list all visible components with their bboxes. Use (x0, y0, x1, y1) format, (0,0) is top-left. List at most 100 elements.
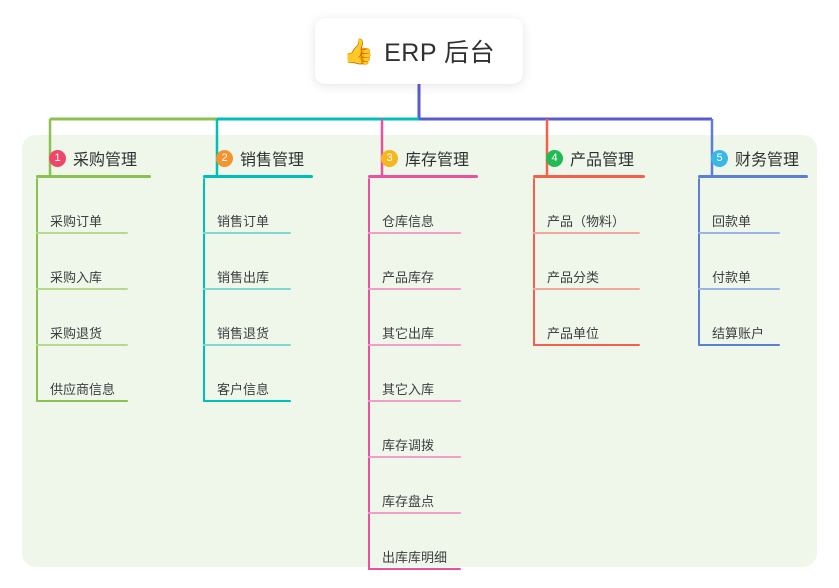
branch-item-label: 库存调拨 (382, 438, 435, 453)
branch-column-1: 1 采购管理采购订单采购入库采购退货供应商信息 (36, 146, 151, 402)
branch-header-5[interactable]: 5 财务管理 (698, 146, 808, 170)
branch-number-badge: 5 (711, 149, 728, 167)
branch-item-label: 出库库明细 (382, 550, 448, 565)
branch-item-label: 销售退货 (217, 326, 270, 341)
branch-item-underline (368, 232, 461, 234)
branches-background-panel (22, 135, 817, 567)
branch-item[interactable]: 采购订单 (36, 178, 151, 234)
branch-spine (533, 178, 535, 346)
thumbs-up-icon: 👍 (342, 36, 375, 66)
branch-item[interactable]: 其它出库 (368, 290, 478, 346)
branch-item-label: 产品库存 (382, 270, 435, 285)
branch-item[interactable]: 付款单 (698, 234, 808, 290)
branch-item-underline (368, 344, 461, 346)
branch-item-label: 供应商信息 (50, 382, 116, 397)
branch-item[interactable]: 其它入库 (368, 346, 478, 402)
branch-spine (203, 178, 205, 402)
branch-item-underline (533, 344, 640, 346)
branch-item-underline (203, 344, 291, 346)
branch-number-badge: 1 (49, 149, 66, 167)
branch-item-underline (698, 288, 780, 290)
branch-item-label: 销售出库 (217, 270, 270, 285)
branch-title-label: 销售管理 (240, 152, 305, 169)
branch-header-underline (698, 175, 808, 178)
branch-item-label: 产品分类 (547, 270, 600, 285)
branch-item-label: 产品（物料） (547, 214, 626, 229)
branch-header-2[interactable]: 2 销售管理 (203, 146, 313, 170)
branch-item-label: 付款单 (712, 270, 752, 285)
branch-number-badge: 3 (381, 149, 398, 167)
branch-item[interactable]: 出库库明细 (368, 514, 478, 570)
branch-items: 销售订单销售出库销售退货客户信息 (203, 178, 313, 402)
branch-item-label: 仓库信息 (382, 214, 435, 229)
branch-column-3: 3 库存管理仓库信息产品库存其它出库其它入库库存调拨库存盘点出库库明细 (368, 146, 478, 570)
branch-item-underline (533, 232, 640, 234)
branch-item[interactable]: 仓库信息 (368, 178, 478, 234)
branch-item[interactable]: 客户信息 (203, 346, 313, 402)
branch-item[interactable]: 结算账户 (698, 290, 808, 346)
branch-header-underline (36, 175, 151, 178)
branch-item-underline (36, 288, 128, 290)
branch-item-underline (203, 232, 291, 234)
branch-item-underline (698, 232, 780, 234)
branch-column-4: 4 产品管理产品（物料） 产品分类产品单位 (533, 146, 645, 346)
branch-item[interactable]: 库存盘点 (368, 458, 478, 514)
branch-item[interactable]: 采购入库 (36, 234, 151, 290)
branch-title-label: 库存管理 (405, 152, 470, 169)
branch-item[interactable]: 销售订单 (203, 178, 313, 234)
branch-item[interactable]: 销售退货 (203, 290, 313, 346)
branch-column-2: 2 销售管理销售订单销售出库销售退货客户信息 (203, 146, 313, 402)
branch-item-underline (203, 288, 291, 290)
branch-item-underline (36, 344, 128, 346)
branch-item-underline (368, 512, 461, 514)
branch-item-underline (368, 400, 461, 402)
branch-number-badge: 2 (216, 149, 233, 167)
branch-item-label: 其它入库 (382, 382, 435, 397)
branch-item-label: 客户信息 (217, 382, 270, 397)
branch-item-underline (533, 288, 640, 290)
branch-spine (36, 178, 38, 402)
branch-items: 仓库信息产品库存其它出库其它入库库存调拨库存盘点出库库明细 (368, 178, 478, 570)
branch-item-label: 回款单 (712, 214, 752, 229)
branch-item[interactable]: 销售出库 (203, 234, 313, 290)
branch-item-underline (36, 400, 128, 402)
branch-item-underline (368, 288, 461, 290)
branch-header-underline (203, 175, 313, 178)
branch-number-badge: 4 (546, 149, 563, 167)
branch-item-underline (698, 344, 780, 346)
branch-item-underline (368, 568, 461, 570)
branch-item[interactable]: 供应商信息 (36, 346, 151, 402)
branch-spine (368, 178, 370, 570)
branch-header-3[interactable]: 3 库存管理 (368, 146, 478, 170)
branch-column-5: 5 财务管理回款单付款单结算账户 (698, 146, 808, 346)
branch-item-label: 库存盘点 (382, 494, 435, 509)
branch-spine (698, 178, 700, 346)
root-node-label: ERP 后台 (384, 39, 496, 67)
branch-item[interactable]: 产品分类 (533, 234, 645, 290)
branch-item[interactable]: 库存调拨 (368, 402, 478, 458)
branch-item[interactable]: 回款单 (698, 178, 808, 234)
branch-title-label: 采购管理 (73, 152, 138, 169)
branch-header-underline (533, 175, 645, 178)
root-node[interactable]: 👍 ERP 后台 (315, 18, 523, 84)
branch-item-label: 采购退货 (50, 326, 103, 341)
branch-item-label: 采购订单 (50, 214, 103, 229)
branch-item-label: 结算账户 (712, 326, 765, 341)
branch-item-label: 产品单位 (547, 326, 600, 341)
branch-header-1[interactable]: 1 采购管理 (36, 146, 151, 170)
branch-item-label: 其它出库 (382, 326, 435, 341)
branch-header-4[interactable]: 4 产品管理 (533, 146, 645, 170)
branch-items: 采购订单采购入库采购退货供应商信息 (36, 178, 151, 402)
branch-item-underline (36, 232, 128, 234)
branch-item[interactable]: 产品（物料） (533, 178, 645, 234)
branch-item-underline (203, 400, 291, 402)
branch-title-label: 财务管理 (735, 152, 800, 169)
branch-item[interactable]: 产品单位 (533, 290, 645, 346)
branch-item-label: 销售订单 (217, 214, 270, 229)
branch-item[interactable]: 采购退货 (36, 290, 151, 346)
branch-item[interactable]: 产品库存 (368, 234, 478, 290)
branch-item-underline (368, 456, 461, 458)
branch-items: 产品（物料） 产品分类产品单位 (533, 178, 645, 346)
branch-title-label: 产品管理 (570, 152, 635, 169)
